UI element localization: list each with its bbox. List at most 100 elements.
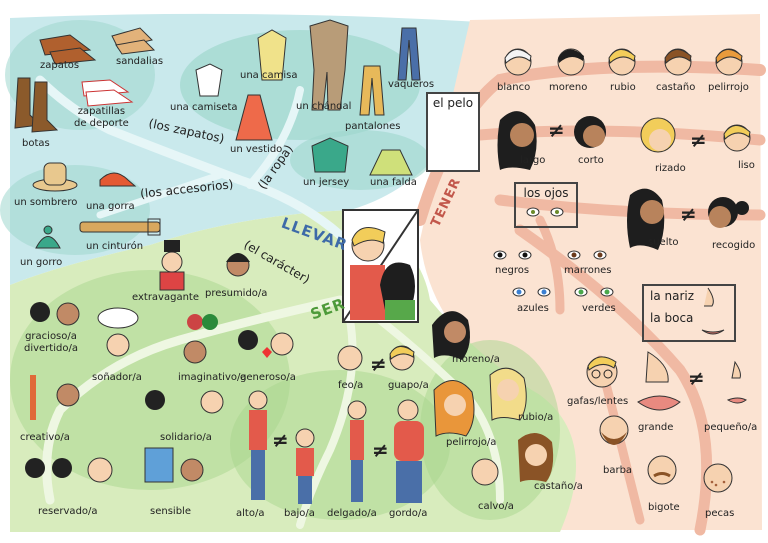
label-negros: negros — [495, 265, 530, 276]
head-red-hair-icon — [715, 48, 743, 76]
ugly-head-icon — [337, 345, 363, 371]
head-tied-hair-icon — [708, 197, 749, 228]
jersey-icon — [311, 137, 349, 173]
label-azules: azules — [517, 303, 549, 314]
label-zapatos: zapatos — [40, 60, 80, 71]
eyes-green-icon — [574, 287, 614, 297]
label-generoso: generoso/a — [240, 372, 296, 383]
not-equal-suelto-recogido: ≠ — [680, 202, 697, 226]
head-long-hair-icon — [497, 111, 537, 170]
imaginative-figure-icon — [183, 314, 218, 364]
label-sandalias: sandalias — [116, 56, 164, 67]
head-curly-hair-icon — [640, 117, 676, 153]
label-pecas: pecas — [705, 508, 735, 519]
not-equal-largo-corto: ≠ — [548, 118, 565, 142]
label-guapo: guapo/a — [388, 380, 429, 391]
blonde-girl-icon — [489, 367, 527, 421]
label-marrones: marrones — [564, 265, 612, 276]
box-nose-icon — [704, 287, 714, 307]
small-nose-icon — [731, 360, 741, 379]
label-creativo: creativo/a — [20, 432, 70, 443]
dress-icon — [235, 94, 273, 141]
label-sonador: soñador/a — [92, 372, 142, 383]
trainers-icon — [81, 79, 134, 107]
big-mouth-icon — [637, 395, 681, 411]
handsome-head-icon — [389, 345, 415, 371]
label-castano-ser: castaño/a — [534, 481, 583, 492]
label-sombrero: un sombrero — [14, 197, 78, 208]
boy-shirt — [350, 265, 385, 320]
label-zapatillas: zapatillas de deporte — [74, 106, 129, 129]
head-loose-hair-icon — [627, 188, 665, 250]
label-pequeno: pequeño/a — [704, 422, 758, 433]
creative-figure-icon — [30, 375, 80, 420]
label-pelirrojo-ser: pelirrojo/a — [446, 437, 497, 448]
label-moreno-pelo: moreno — [549, 82, 588, 93]
label-gafas: gafas/lentes — [567, 396, 629, 407]
belt-icon — [79, 218, 161, 236]
not-equal-delgado-gordo: ≠ — [372, 438, 389, 462]
sandals-icon — [111, 27, 156, 55]
fat-figure-icon — [394, 399, 424, 503]
label-falda: una falda — [370, 177, 417, 188]
label-liso: liso — [738, 160, 755, 171]
label-largo: largo — [520, 155, 546, 166]
label-rubio-pelo: rubio — [610, 82, 636, 93]
label-suelto: suelto — [648, 237, 679, 248]
not-equal-grande-pequeno: ≠ — [688, 366, 705, 390]
skirt-icon — [369, 149, 413, 176]
accesorios-road — [96, 171, 224, 219]
big-nose-icon — [645, 351, 669, 383]
not-equal-alto-bajo: ≠ — [272, 428, 289, 452]
label-sensible: sensible — [150, 506, 191, 517]
label-botas: botas — [22, 138, 50, 149]
dreamer-figure-icon — [97, 307, 139, 357]
freckles-head-icon — [703, 463, 733, 493]
ropa-road — [246, 86, 304, 189]
label-chandal: un chándal — [296, 101, 352, 112]
label-imaginativo: imaginativo/a — [178, 372, 247, 383]
label-solidario: solidario/a — [160, 432, 212, 443]
label-gorro: un gorro — [20, 257, 63, 268]
label-zapatillas-line1: zapatillas — [77, 106, 126, 117]
label-moreno-ser: moreno/a — [452, 354, 500, 365]
t-shirt-icon — [195, 63, 223, 97]
eyes-black-icon — [493, 250, 532, 260]
llevar-road — [35, 75, 345, 240]
eyes-brown-icon — [567, 250, 607, 260]
label-barba: barba — [603, 465, 633, 476]
label-gorra: una gorra — [86, 201, 135, 212]
label-blanco: blanco — [497, 82, 531, 93]
head-black-hair-icon — [557, 48, 585, 76]
ojos-box: los ojos — [514, 182, 578, 228]
ojos-road — [535, 215, 565, 315]
label-reservado: reservado/a — [38, 506, 98, 517]
label-castano-pelo: castaño — [656, 82, 696, 93]
label-camiseta: una camiseta — [170, 102, 238, 113]
label-jersey: un jersey — [303, 177, 350, 188]
body-blob — [230, 370, 450, 520]
label-feo: feo/a — [338, 380, 364, 391]
hat-icon — [32, 162, 78, 192]
generous-figure-icon — [238, 330, 294, 358]
pelo-box: el pelo — [426, 92, 480, 172]
ojos-box-title: los ojos — [523, 186, 569, 200]
ser-road — [42, 295, 345, 505]
supportive-figure-icon — [145, 390, 224, 414]
label-gracioso-line2: divertido/a — [24, 342, 78, 354]
thin-figure-icon — [347, 400, 367, 502]
box-mouth-icon — [701, 329, 725, 335]
boy-hair — [351, 227, 386, 247]
head-short-hair-icon — [574, 116, 606, 148]
label-vestido: un vestido — [230, 144, 283, 155]
cap-icon — [99, 172, 137, 187]
label-delgado: delgado/a — [327, 508, 377, 519]
label-bigote: bigote — [648, 502, 680, 513]
brunette-girl-icon — [518, 432, 554, 482]
not-equal-rizado-liso: ≠ — [690, 128, 707, 152]
label-rizado: rizado — [655, 163, 686, 174]
not-equal-feo-guapo: ≠ — [370, 352, 387, 376]
presumptuous-figure-icon — [226, 253, 250, 277]
redhead-girl-icon — [433, 380, 475, 437]
